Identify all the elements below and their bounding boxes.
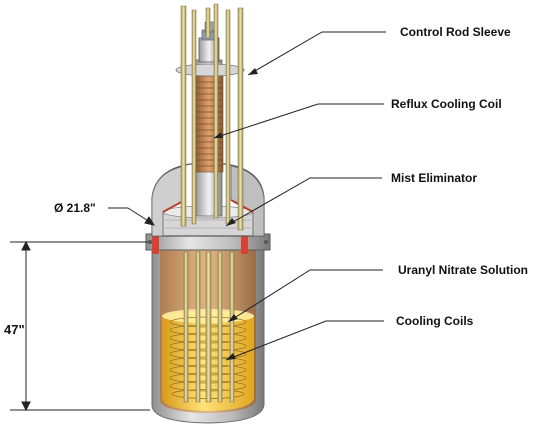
height-dimension bbox=[10, 240, 150, 412]
leader-cooling-coils bbox=[225, 320, 384, 361]
reflux-cooling-coil bbox=[194, 21, 224, 217]
leader-reflux-cooling-coil bbox=[213, 103, 384, 139]
leader-mist-eliminator bbox=[225, 177, 382, 227]
label-control-rod-sleeve: Control Rod Sleeve bbox=[400, 25, 511, 39]
leader-arrowheads bbox=[214, 68, 258, 360]
control-rod-sleeves bbox=[180, 3, 244, 231]
label-diameter: Ø 21.8" bbox=[54, 201, 96, 215]
label-mist-eliminator: Mist Eliminator bbox=[391, 171, 477, 185]
internal-tubes bbox=[183, 251, 235, 403]
label-height: 47" bbox=[4, 322, 25, 337]
leader-control-rod-sleeve bbox=[247, 31, 386, 76]
leader-uranyl-nitrate-solution bbox=[227, 269, 383, 323]
diameter-leader bbox=[108, 207, 156, 226]
leader-lines bbox=[213, 31, 386, 361]
label-uranyl-nitrate-solution: Uranyl Nitrate Solution bbox=[398, 263, 528, 277]
label-reflux-cooling-coil: Reflux Cooling Coil bbox=[391, 97, 502, 111]
label-cooling-coils: Cooling Coils bbox=[396, 314, 474, 328]
